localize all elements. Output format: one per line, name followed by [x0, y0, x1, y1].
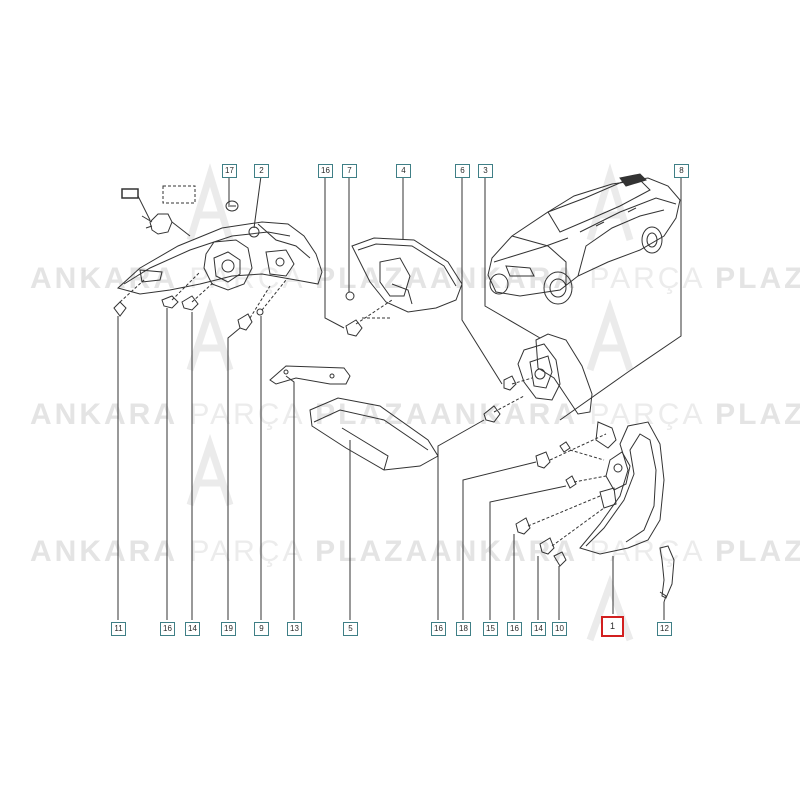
watermark-logo — [186, 163, 634, 642]
callout-18[interactable]: 18 — [456, 622, 471, 636]
rear-lamp-center-right — [483, 333, 593, 423]
center-lamp-assembly — [345, 237, 463, 337]
callout-2[interactable]: 2 — [254, 164, 269, 178]
callout-16-br1[interactable]: 16 — [431, 622, 446, 636]
watermark-row-2: ANKARA PARÇA PLAZA — [30, 398, 431, 431]
callout-13[interactable]: 13 — [287, 622, 302, 636]
right-lamp-assembly — [515, 421, 675, 603]
callout-9[interactable]: 9 — [254, 622, 269, 636]
left-lamp-assembly — [113, 185, 323, 331]
callout-4[interactable]: 4 — [396, 164, 411, 178]
callout-7[interactable]: 7 — [342, 164, 357, 178]
callout-6[interactable]: 6 — [455, 164, 470, 178]
callout-12[interactable]: 12 — [657, 622, 672, 636]
watermark-row-1b: ANKARA PARÇA PLAZA — [430, 262, 800, 295]
callout-14-bl[interactable]: 14 — [185, 622, 200, 636]
leader-lines — [117, 175, 682, 620]
callout-3[interactable]: 3 — [478, 164, 493, 178]
callout-1-highlighted[interactable]: 1 — [601, 616, 624, 637]
car-illustration — [487, 173, 681, 305]
callout-10[interactable]: 10 — [552, 622, 567, 636]
callout-19[interactable]: 19 — [221, 622, 236, 636]
callout-15[interactable]: 15 — [483, 622, 498, 636]
callout-16-top[interactable]: 16 — [318, 164, 333, 178]
left-trim-parts — [269, 365, 439, 471]
watermark-row-2b: ANKARA PARÇA PLAZA — [430, 398, 800, 431]
callout-11[interactable]: 11 — [111, 622, 126, 636]
callout-8[interactable]: 8 — [674, 164, 689, 178]
callout-5[interactable]: 5 — [343, 622, 358, 636]
callout-16-bl[interactable]: 16 — [160, 622, 175, 636]
watermark-row-3: ANKARA PARÇA PLAZA — [30, 535, 431, 568]
callout-16-br2[interactable]: 16 — [507, 622, 522, 636]
callout-17[interactable]: 17 — [222, 164, 237, 178]
callout-14-br[interactable]: 14 — [531, 622, 546, 636]
